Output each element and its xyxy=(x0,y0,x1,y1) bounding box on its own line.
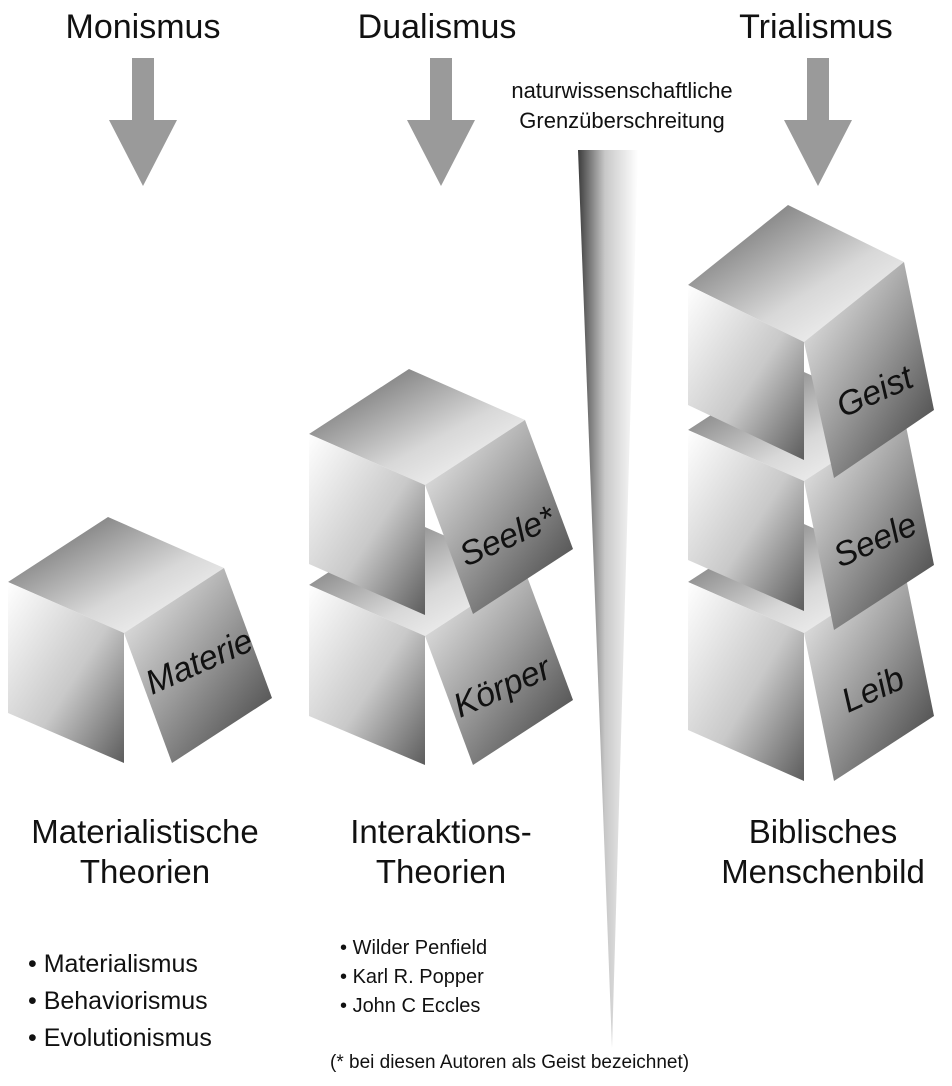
subtitle-line: Theorien xyxy=(375,853,507,891)
cube-geist xyxy=(688,205,934,478)
wedge-label-line1: naturwissenschaftliche xyxy=(511,78,733,103)
list-item: Karl R. Popper xyxy=(340,963,487,992)
subtitle-biblisches-menschenbild: Biblisches Menschenbild xyxy=(663,812,952,893)
bullet-list-dualismus: Wilder Penfield Karl R. Popper John C Ec… xyxy=(340,934,488,1021)
cube-materie xyxy=(8,517,272,763)
footnote: (* bei diesen Autoren als Geist bezeichn… xyxy=(330,1052,690,1073)
list-item: John C Eccles xyxy=(340,992,487,1021)
list-item: Materialismus xyxy=(28,946,212,983)
header-dualismus: Dualismus xyxy=(357,8,517,46)
bullet-list-monismus: Materialismus Behaviorismus Evolutionism… xyxy=(28,946,212,1057)
boundary-wedge xyxy=(578,150,638,1048)
arrow-down-icon xyxy=(109,58,177,186)
list-item: Evolutionismus xyxy=(28,1020,212,1057)
list-item: Behaviorismus xyxy=(28,983,212,1020)
wedge-label-line2: Grenzüberschreitung xyxy=(519,107,725,133)
arrow-down-icon xyxy=(784,58,852,186)
wedge-label: naturwissenschaftliche Grenzüberschreitu… xyxy=(452,76,792,135)
cube-seele-star xyxy=(309,369,573,615)
subtitle-line: Interaktions- xyxy=(350,813,532,850)
subtitle-line: Biblisches xyxy=(748,813,898,850)
list-item: Wilder Penfield xyxy=(340,934,488,963)
subtitle-materialistische-theorien: Materialistische Theorien xyxy=(0,812,305,893)
subtitle-interaktions-theorien: Interaktions- Theorien xyxy=(281,812,601,893)
arrow-down-icon xyxy=(407,58,475,186)
subtitle-line: Materialistische xyxy=(31,813,259,850)
header-trialismus: Trialismus xyxy=(739,8,893,46)
subtitle-line: Theorien xyxy=(79,853,211,891)
header-monismus: Monismus xyxy=(65,8,221,46)
subtitle-line: Menschenbild xyxy=(721,853,925,891)
